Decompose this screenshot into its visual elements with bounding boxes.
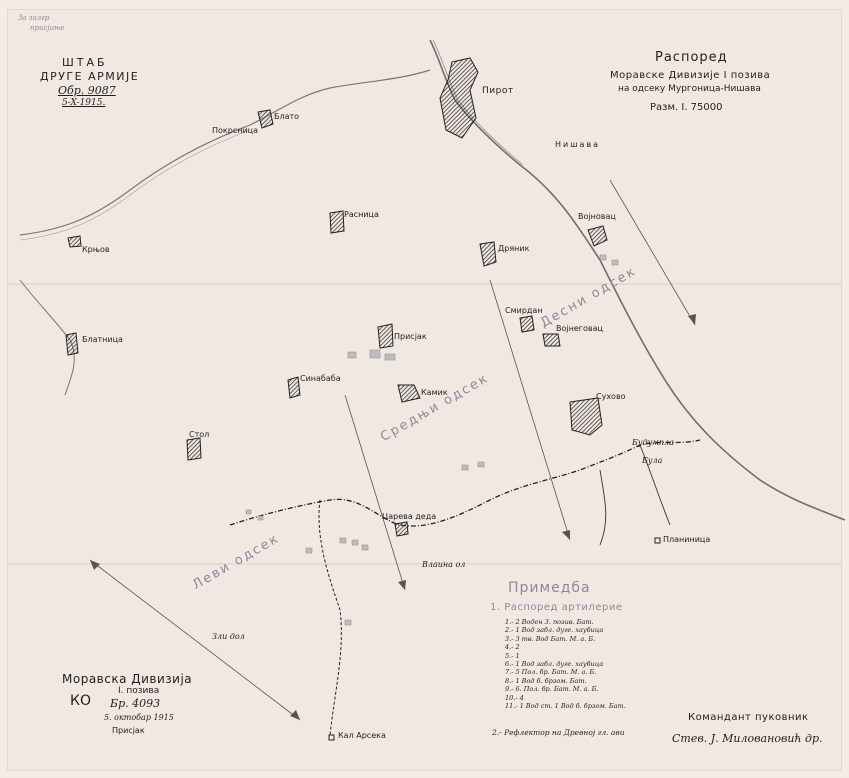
header-line4: 5-X-1915.: [62, 98, 106, 108]
header-line1: ШТАБ: [62, 56, 108, 69]
notes-title: Примедба: [508, 580, 591, 596]
kalarseka-marker: [328, 734, 335, 741]
signature-line2: Стев. Ј. Миловановић др.: [672, 732, 823, 745]
place-stol: Стол: [189, 430, 210, 439]
vojnegovac-village: [542, 333, 561, 347]
notes-row: 6.- 1 Вод забл. дуге. хаубица: [505, 660, 604, 669]
signature-line1: Командант пуковник: [688, 712, 809, 723]
notes-row: 2.- 1 Вод забл. дуге. хаубица: [505, 626, 604, 635]
title-line3: на одсеку Мургоница-Нишава: [618, 84, 761, 94]
place-vojnovac: Војновац: [578, 212, 616, 221]
notes-row: 4.- 2: [505, 643, 520, 652]
careva-village: [394, 521, 409, 537]
place-planinica: Планиница: [663, 535, 711, 544]
stamp-line4: Бр. 4093: [110, 697, 161, 710]
place-pirot: Пирот: [482, 86, 514, 96]
title-line2: Моравске Дивизије I позива: [610, 70, 771, 81]
blatnica-village: [65, 332, 79, 356]
notes-list: 1.- 2 Воден 3. позив. Бат. 2.- 1 Вод заб…: [505, 618, 655, 710]
notes-row: 10.- 4: [505, 693, 524, 702]
notes-row: 11.- 1 Вод ст. 1 Вод б. брзом. Бат.: [505, 702, 626, 711]
krnjov-village: [67, 235, 82, 248]
planinica-marker: [654, 537, 661, 544]
sukovo-village: [569, 397, 603, 436]
stamp-line1: Моравска Дивизија: [62, 672, 193, 686]
sinababa-village: [287, 376, 301, 399]
place-rasnica: Расница: [344, 210, 379, 219]
fold-line: [8, 563, 841, 565]
nisava-river: [429, 39, 846, 521]
place-zlogr: Зли дол: [212, 632, 245, 641]
place-budumpla: Будумпла: [632, 438, 674, 447]
notes-row: 1.- 2 Воден 3. позив. Бат.: [505, 618, 594, 626]
notes-footer: 2.- Рефлектор на Древној гл. ави: [492, 728, 625, 737]
notes-row: 7.- 5 Пол. бр. Бат. М. а. Б.: [505, 668, 597, 677]
blato-village: [257, 109, 274, 129]
notes-row: 9.- 6. Пол. бр. Бат. М. а. Б.: [505, 685, 599, 694]
fold-line: [8, 283, 841, 285]
boundary-east: [599, 444, 671, 546]
place-nisava: Нишава: [555, 140, 601, 149]
rasnica-village: [329, 210, 345, 234]
unit-markers: [245, 254, 619, 626]
boundary-south: [318, 499, 342, 736]
notes-row: 8.- 1 Вод б. брзом. Бат.: [505, 676, 587, 685]
header-line2: ДРУГЕ АРМИЈЕ: [40, 70, 140, 83]
kamik-village: [397, 384, 421, 403]
stamp-line6: Присјак: [112, 726, 145, 735]
place-blato: Блато: [274, 112, 300, 121]
notes-subtitle: 1. Распоред артилерие: [490, 602, 623, 613]
map-sheet: [8, 10, 841, 770]
title-scale: Разм. I. 75000: [650, 102, 723, 113]
place-sukovo: Сухово: [596, 392, 626, 401]
place-prisjak: Присјак: [394, 332, 427, 341]
place-smirdan: Смирдан: [505, 306, 543, 315]
smirdan-village: [519, 315, 535, 333]
title-line1: Распоред: [655, 50, 728, 65]
notes-row: 3.- 3 тв. Вод Бат. М. а. Б.: [505, 634, 596, 643]
place-pokrsnica: Покрсница: [212, 126, 258, 135]
place-sinababa: Синабаба: [300, 374, 341, 383]
header-line3: Обр. 9087: [58, 84, 116, 97]
corner-note: Зa зaлгр: [18, 14, 50, 22]
dryanik-village: [479, 241, 497, 267]
road-west: [19, 69, 431, 236]
place-careva: Царева деда: [382, 512, 437, 521]
vojnovac-village: [587, 225, 608, 247]
notes-row: 5.- 1: [505, 651, 520, 660]
place-kamik: Камик: [421, 388, 448, 397]
pirot-town: [439, 57, 479, 139]
prisjak-village: [377, 323, 394, 349]
stamp-line5: 5. октобар 1915: [104, 713, 174, 722]
place-blatnica: Блатница: [82, 335, 123, 344]
corner-note: прuсјuње: [30, 24, 65, 32]
place-vojnegovac: Војнеговац: [556, 324, 603, 333]
stamp-line2: I. позива: [118, 686, 160, 696]
place-krnjov: Крњов: [82, 245, 110, 254]
stamp-line3: КО: [70, 693, 91, 709]
place-vlaina: Влаина ол: [422, 560, 466, 569]
place-kalarseka: Кал Арсека: [338, 731, 386, 740]
place-bula: Була: [642, 456, 663, 465]
stol-village: [186, 437, 202, 461]
front-line: [229, 439, 701, 527]
place-dryanik: Дряник: [498, 244, 530, 253]
